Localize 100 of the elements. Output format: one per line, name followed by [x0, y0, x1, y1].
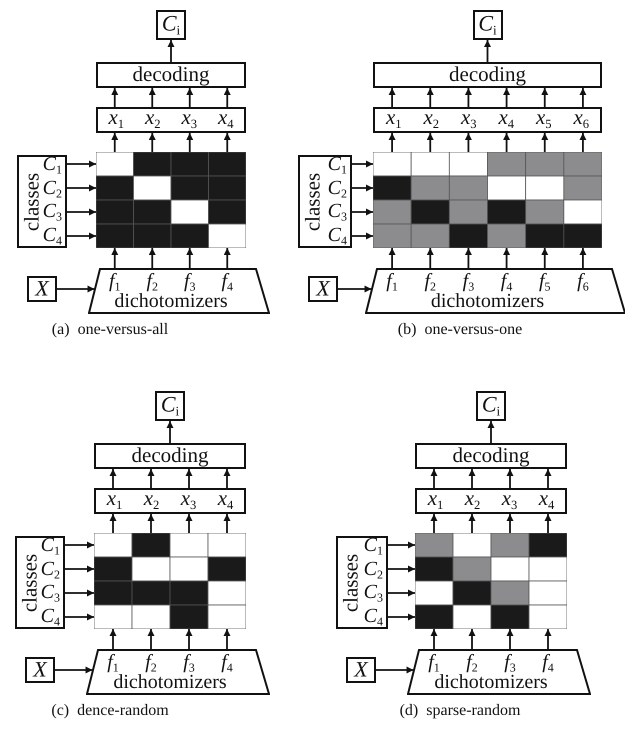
arrow: [484, 40, 491, 62]
function-label: f$_{1}$: [386, 271, 398, 293]
group-label: classes: [340, 553, 362, 612]
arrow: [541, 133, 548, 152]
function-label: f$_{3}$: [183, 652, 195, 674]
block-label: dichotomizers: [114, 291, 228, 311]
arrow: [148, 629, 154, 649]
function-label: f$_{3}$: [504, 652, 516, 674]
arrow: [186, 248, 194, 268]
arrow: [503, 133, 510, 152]
arrow: [111, 88, 118, 107]
function-label: f$_{3}$: [184, 271, 196, 293]
class-box: [15, 536, 65, 629]
arrow: [338, 286, 372, 292]
class-label: C$_{4}$: [40, 606, 60, 628]
arrow: [186, 514, 192, 533]
group-label: classes: [302, 172, 324, 231]
arrow: [430, 514, 438, 533]
input-box: [25, 657, 55, 683]
variable-label: x$_{3}$: [502, 488, 518, 512]
input-box: [27, 276, 57, 302]
arrow: [464, 133, 472, 152]
variable-label: x$_{5}$: [536, 107, 552, 130]
output-box: [156, 10, 186, 40]
arrow: [65, 542, 94, 548]
arrow: [224, 469, 230, 488]
arrow: [186, 88, 194, 107]
arrow: [148, 248, 156, 268]
class-label: C$_{1}$: [42, 154, 62, 176]
arrow: [67, 232, 96, 240]
arrow: [352, 184, 373, 192]
function-label: f$_{1}$: [108, 271, 121, 293]
variable-label: x$_{2}$: [464, 488, 480, 512]
function-label: f$_{6}$: [577, 271, 589, 293]
block-label: decoding: [452, 445, 530, 466]
arrow: [148, 514, 154, 533]
caption: (c) dence-random: [51, 703, 169, 719]
code-matrix: [96, 152, 246, 248]
arrow: [55, 666, 93, 674]
variable-label: x$_{4}$: [218, 107, 234, 130]
arrow: [186, 629, 192, 649]
output-box: [472, 10, 502, 40]
variable-label: x$_{2}$: [144, 107, 161, 130]
output-label: C$_{i}$: [482, 393, 500, 418]
dichotomizer-trapezoid: [86, 649, 270, 695]
arrow: [503, 88, 510, 107]
arrow: [579, 248, 586, 268]
arrow: [544, 469, 552, 488]
class-label: C$_{3}$: [328, 202, 347, 224]
class-label: C$_{3}$: [42, 202, 62, 224]
class-label: C$_{3}$: [40, 582, 60, 604]
decoding-box: [373, 62, 602, 88]
dichotomizer-trapezoid: [365, 268, 625, 314]
arrow: [67, 184, 96, 192]
group-label: classes: [20, 553, 40, 612]
arrow: [468, 469, 476, 488]
arrow: [110, 469, 116, 488]
arrow: [388, 566, 415, 572]
dichotomizer-trapezoid: [407, 649, 591, 695]
arrow: [388, 248, 396, 268]
variable-label: x$_{6}$: [573, 107, 590, 130]
block-label: dichotomizers: [113, 672, 227, 692]
arrow: [110, 514, 116, 533]
input-label: X: [33, 658, 47, 681]
variable-label: x$_{3}$: [181, 107, 198, 130]
code-matrix: [94, 533, 246, 629]
class-label: C$_{4}$: [364, 606, 383, 628]
arrow: [186, 133, 194, 152]
variable-label: x$_{1}$: [428, 488, 444, 512]
function-label: f$_{1}$: [107, 652, 119, 674]
variable-box: [373, 107, 602, 133]
output-box: [476, 391, 506, 421]
variable-label: x$_{2}$: [144, 488, 160, 512]
arrow: [352, 208, 373, 216]
arrow: [503, 248, 510, 268]
arrow: [67, 160, 96, 168]
arrow: [468, 629, 476, 649]
arrow: [426, 88, 434, 107]
group-label: classes: [22, 172, 42, 231]
arrow: [426, 248, 434, 268]
input-label: X: [316, 278, 330, 300]
function-label: f$_{4}$: [542, 652, 554, 674]
variable-label: x$_{3}$: [180, 488, 196, 512]
function-label: f$_{1}$: [428, 652, 440, 674]
function-label: f$_{4}$: [221, 652, 233, 674]
decoding-box: [96, 62, 246, 88]
arrow: [464, 88, 472, 107]
function-label: f$_{2}$: [145, 652, 157, 674]
variable-label: x$_{1}$: [106, 488, 122, 512]
variable-label: x$_{3}$: [460, 107, 477, 130]
variable-box: [96, 107, 246, 133]
dichotomizer-trapezoid: [88, 268, 270, 314]
class-label: C$_{2}$: [364, 558, 383, 580]
variable-label: x$_{4}$: [498, 107, 514, 130]
variable-box: [94, 488, 246, 514]
function-label: f$_{2}$: [466, 652, 478, 674]
function-label: f$_{4}$: [500, 271, 512, 293]
class-label: C$_{2}$: [40, 558, 60, 580]
arrow: [166, 421, 174, 443]
arrow: [579, 133, 586, 152]
